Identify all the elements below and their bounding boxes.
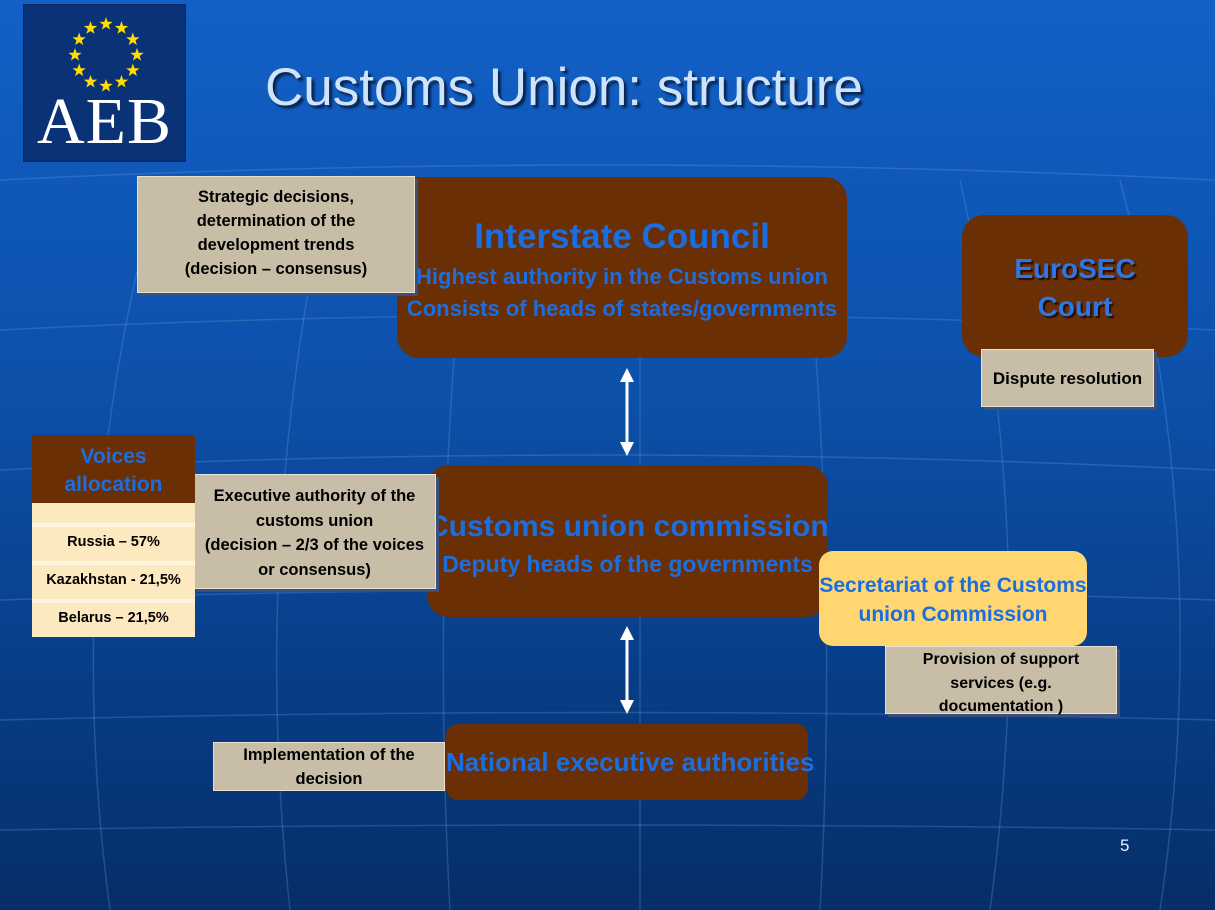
voices-row-kazakhstan: Kazakhstan - 21,5% xyxy=(32,561,195,595)
note-line: services (e.g. xyxy=(950,674,1052,692)
star-icon xyxy=(130,48,144,61)
star-icon xyxy=(99,17,113,30)
aeb-logo: AEB xyxy=(23,4,186,162)
eu-stars-icon xyxy=(68,17,144,92)
star-icon xyxy=(83,21,98,34)
court-line1: EuroSEC xyxy=(1014,253,1136,284)
star-icon xyxy=(68,48,82,61)
note-line: or consensus) xyxy=(258,560,371,579)
court-line2: Court xyxy=(1037,291,1113,322)
commission-title: Customs union commission xyxy=(427,510,829,543)
voices-header: Voices allocation xyxy=(32,435,195,503)
secretariat-line2: union Commission xyxy=(858,603,1048,626)
dispute-resolution-note: Dispute resolution xyxy=(981,349,1154,407)
voices-header-line2: allocation xyxy=(64,473,163,496)
voices-row-russia: Russia – 57% xyxy=(32,523,195,557)
secretariat-line1: Secretariat of the Customs xyxy=(819,574,1087,597)
executive-authority-note: Executive authority of the customs union… xyxy=(193,474,436,589)
arrow-council-commission xyxy=(620,368,634,456)
note-line: Provision of support xyxy=(922,651,1080,668)
voices-header-line1: Voices xyxy=(80,445,147,468)
note-line: Executive authority of the xyxy=(213,487,416,505)
star-icon xyxy=(72,32,86,46)
voices-allocation-table: Voices allocation Russia – 57% Kazakhsta… xyxy=(32,435,195,637)
voices-row-belarus: Belarus – 21,5% xyxy=(32,599,195,633)
star-icon xyxy=(126,63,140,77)
note-line: (decision – 2/3 of the voices xyxy=(204,536,425,554)
note-line: Implementation of the xyxy=(243,746,415,764)
star-icon xyxy=(99,79,113,92)
commission-box xyxy=(427,465,828,617)
eurosec-court-box xyxy=(962,215,1188,357)
commission-subtitle: Deputy heads of the governments xyxy=(442,551,813,577)
note-line: (decision – consensus) xyxy=(184,260,368,278)
note-line: determination of the xyxy=(196,212,356,230)
interstate-council-title: Interstate Council xyxy=(474,217,770,256)
interstate-council-line2: Consists of heads of states/governments xyxy=(406,296,838,321)
arrow-commission-national xyxy=(620,626,634,714)
implementation-note: Implementation of the decision xyxy=(213,742,445,791)
interstate-council-line1: Highest authority in the Customs union xyxy=(416,264,828,289)
note-line: customs union xyxy=(255,511,374,530)
note-line: documentation ) xyxy=(938,698,1064,715)
logo-text: AEB xyxy=(37,85,172,158)
star-icon xyxy=(126,32,140,46)
note-line: Strategic decisions, xyxy=(198,188,354,206)
national-authorities-title: National executive authorities xyxy=(446,747,815,777)
strategic-decisions-note: Strategic decisions, determination of th… xyxy=(137,176,415,293)
star-icon xyxy=(72,63,86,77)
secretariat-box xyxy=(819,551,1087,646)
star-icon xyxy=(114,74,129,88)
eurosec-court-title: EuroSEC Court xyxy=(962,250,1188,326)
page-number: 5 xyxy=(1120,836,1130,855)
page-title: Customs Union: structure xyxy=(265,58,863,117)
note-line: development trends xyxy=(197,236,355,254)
interstate-council-box xyxy=(397,177,847,358)
star-icon xyxy=(83,74,98,88)
star-icon xyxy=(114,21,129,34)
secretariat-title: Secretariat of the Customs union Commiss… xyxy=(819,571,1087,629)
note-line: decision xyxy=(295,769,363,788)
national-authorities-box xyxy=(446,724,808,800)
support-services-note: Provision of support services (e.g. docu… xyxy=(885,646,1117,715)
